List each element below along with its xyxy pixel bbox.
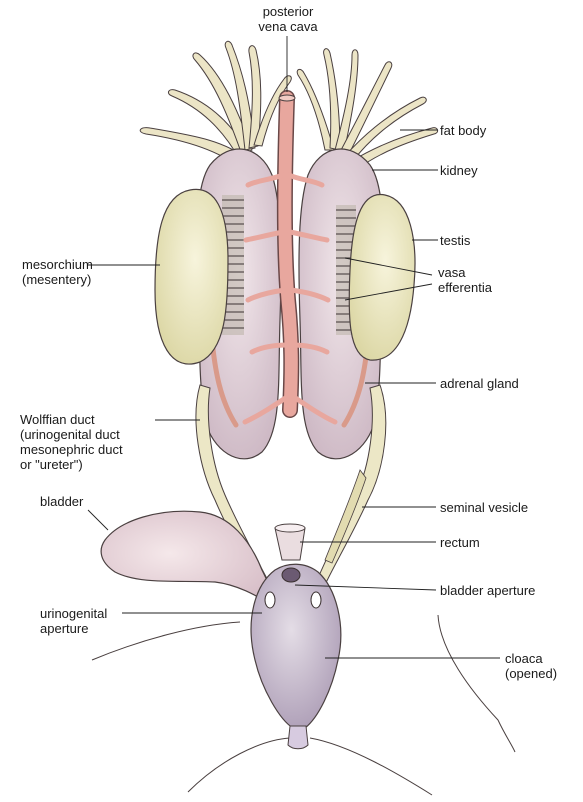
- label-seminal-vesicle: seminal vesicle: [440, 500, 528, 515]
- label-urinogenital-aperture: urinogenital aperture: [40, 606, 107, 636]
- label-wolffian-duct-line1: Wolffian duct: [20, 412, 123, 427]
- label-bladder-aperture: bladder aperture: [440, 583, 535, 598]
- label-cloaca-line2: (opened): [505, 666, 557, 681]
- label-wolffian-duct-line3: mesonephric duct: [20, 442, 123, 457]
- label-posterior-vena-cava-line1: posterior: [250, 4, 326, 19]
- testis-right: [349, 195, 415, 361]
- label-kidney: kidney: [440, 163, 478, 178]
- label-vasa-efferentia-line1: vasa: [438, 265, 492, 280]
- label-wolffian-duct-line4: or "ureter"): [20, 457, 123, 472]
- label-rectum: rectum: [440, 535, 480, 550]
- label-fat-body: fat body: [440, 123, 486, 138]
- body-wall-line-right: [438, 615, 515, 752]
- label-vasa-efferentia: vasa efferentia: [438, 265, 492, 295]
- rectum: [275, 528, 305, 560]
- testis-left: [155, 189, 228, 364]
- label-wolffian-duct: Wolffian duct (urinogenital duct mesonep…: [20, 412, 123, 472]
- label-testis: testis: [440, 233, 470, 248]
- label-mesorchium: mesorchium (mesentery): [22, 257, 93, 287]
- fat-body-right: [297, 49, 437, 170]
- label-adrenal-gland: adrenal gland: [440, 376, 519, 391]
- label-bladder: bladder: [40, 494, 83, 509]
- label-posterior-vena-cava: posterior vena cava: [250, 4, 326, 34]
- bladder: [101, 511, 273, 605]
- body-wall-line-bottom-left: [188, 738, 290, 792]
- label-urinogenital-aperture-line1: urinogenital: [40, 606, 107, 621]
- body-wall-line-left: [92, 622, 240, 660]
- urinogenital-aperture-right: [311, 592, 321, 608]
- urinogenital-aperture-left: [265, 592, 275, 608]
- label-cloaca-line1: cloaca: [505, 651, 557, 666]
- label-posterior-vena-cava-line2: vena cava: [250, 19, 326, 34]
- label-wolffian-duct-line2: (urinogenital duct: [20, 427, 123, 442]
- label-urinogenital-aperture-line2: aperture: [40, 621, 107, 636]
- cloaca-exit: [288, 726, 308, 749]
- body-wall-line-bottom-right: [310, 738, 432, 795]
- label-mesorchium-line1: mesorchium: [22, 257, 93, 272]
- label-mesorchium-line2: (mesentery): [22, 272, 93, 287]
- label-cloaca: cloaca (opened): [505, 651, 557, 681]
- fat-body-left: [140, 41, 291, 168]
- cloaca: [251, 564, 341, 728]
- label-vasa-efferentia-line2: efferentia: [438, 280, 492, 295]
